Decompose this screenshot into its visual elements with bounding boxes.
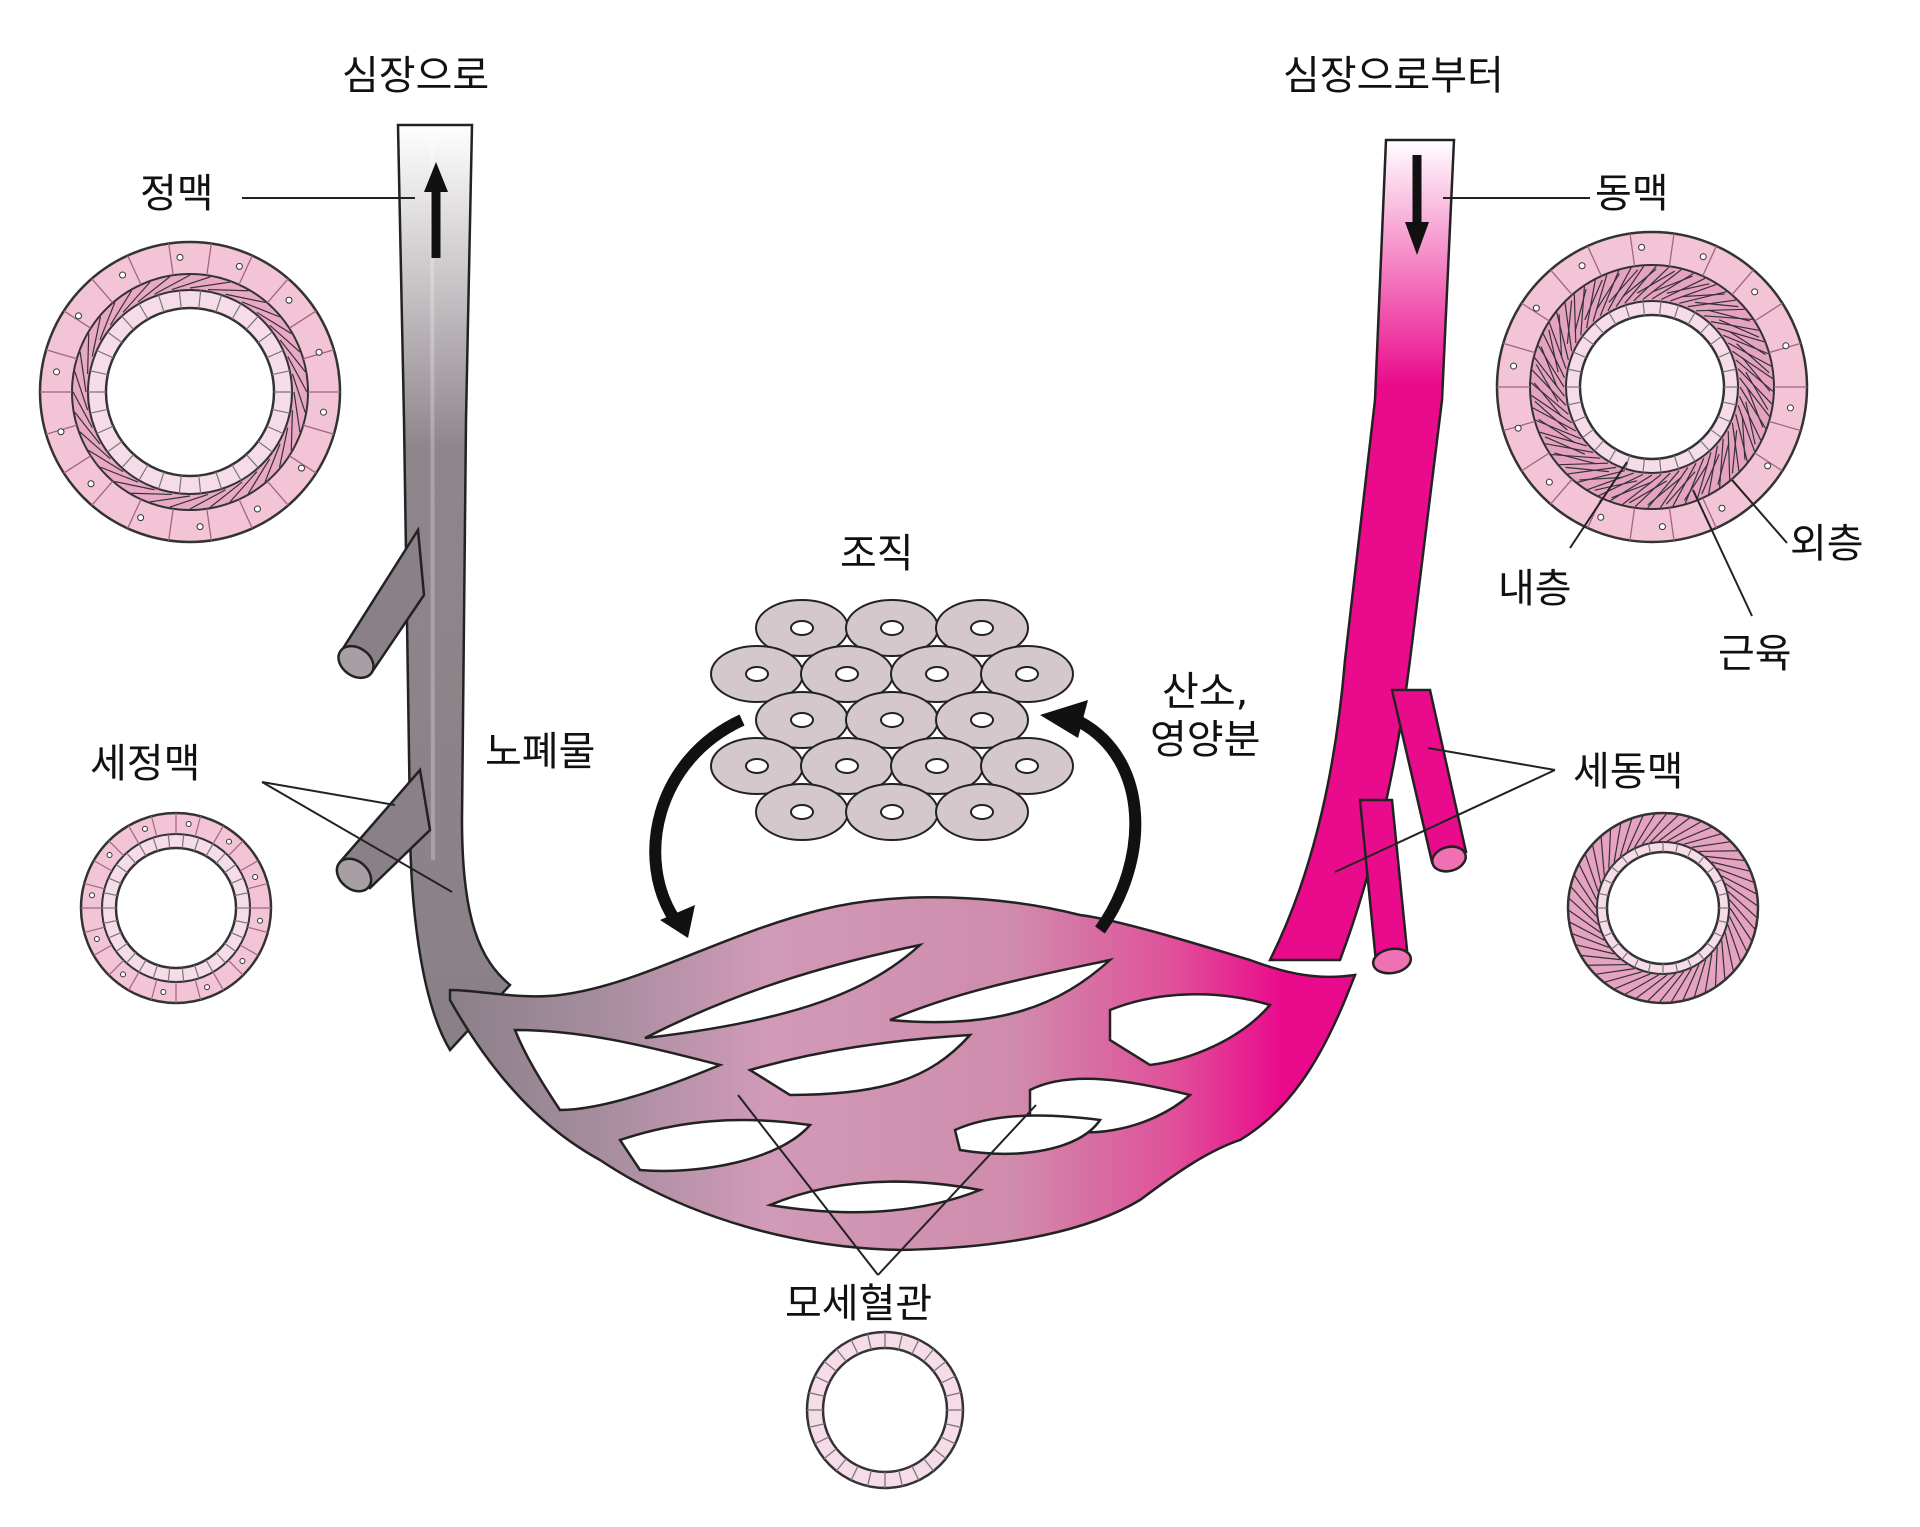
arterioles-label: 세동맥	[1573, 749, 1684, 795]
capillary-gap	[889, 957, 1115, 1024]
nutrients-label: 영양분	[1150, 717, 1261, 763]
oxygen-label: 산소,	[1162, 669, 1249, 715]
tissue-cell	[845, 783, 939, 841]
venule-branches	[335, 526, 432, 893]
tissue-cell	[755, 691, 849, 749]
capillary-cross-section	[805, 1330, 965, 1490]
capillaries-label: 모세혈관	[785, 1281, 933, 1327]
tissue-cell	[980, 737, 1074, 795]
tissue-cell	[935, 691, 1029, 749]
tissue-cell	[980, 645, 1074, 703]
to-heart-label: 심장으로	[342, 53, 490, 99]
tissue-cells	[710, 599, 1074, 841]
capillary-gap	[1108, 993, 1273, 1067]
leader-lines	[242, 197, 1788, 1276]
capillary-gap	[513, 1028, 724, 1112]
artery-label: 동맥	[1595, 171, 1669, 217]
capillary-gap	[746, 1033, 973, 1097]
tissue-cell	[935, 599, 1029, 657]
arteriole-cross-section	[1566, 811, 1760, 1005]
capillary-gap	[644, 942, 925, 1040]
tissue-cell	[755, 599, 849, 657]
tissue-cell	[755, 783, 849, 841]
capillary-gap	[618, 1118, 813, 1173]
nutrient-arrow-icon	[1040, 700, 1142, 934]
vein-cross-section	[38, 240, 342, 544]
waste-arrow-icon	[649, 714, 745, 938]
tissue-cell	[845, 599, 939, 657]
artery-cross-section	[1495, 230, 1809, 544]
up-arrow-icon	[424, 162, 448, 258]
tissue-cell	[800, 737, 894, 795]
venule-cross-section	[79, 811, 273, 1005]
tissue-label: 조직	[840, 531, 914, 577]
tissue-cell	[710, 737, 804, 795]
waste-label: 노폐물	[485, 729, 596, 775]
venules-label: 세정맥	[90, 741, 201, 787]
tissue-cell	[800, 645, 894, 703]
down-arrow-icon	[1405, 155, 1429, 255]
capillary-gap	[953, 1114, 1103, 1155]
outer-layer-label: 외층	[1790, 521, 1864, 567]
from-heart-label: 심장으로부터	[1283, 53, 1504, 99]
inner-layer-label: 내층	[1498, 566, 1572, 612]
muscle-label: 근육	[1718, 631, 1792, 677]
capillary-bed	[448, 896, 1357, 1252]
tissue-cell	[710, 645, 804, 703]
tissue-cell	[935, 783, 1029, 841]
artery-vessel	[1267, 138, 1456, 962]
oxygen-nutrients-label: 산소, 영양분	[1150, 668, 1260, 764]
vein-label: 정맥	[140, 171, 214, 217]
